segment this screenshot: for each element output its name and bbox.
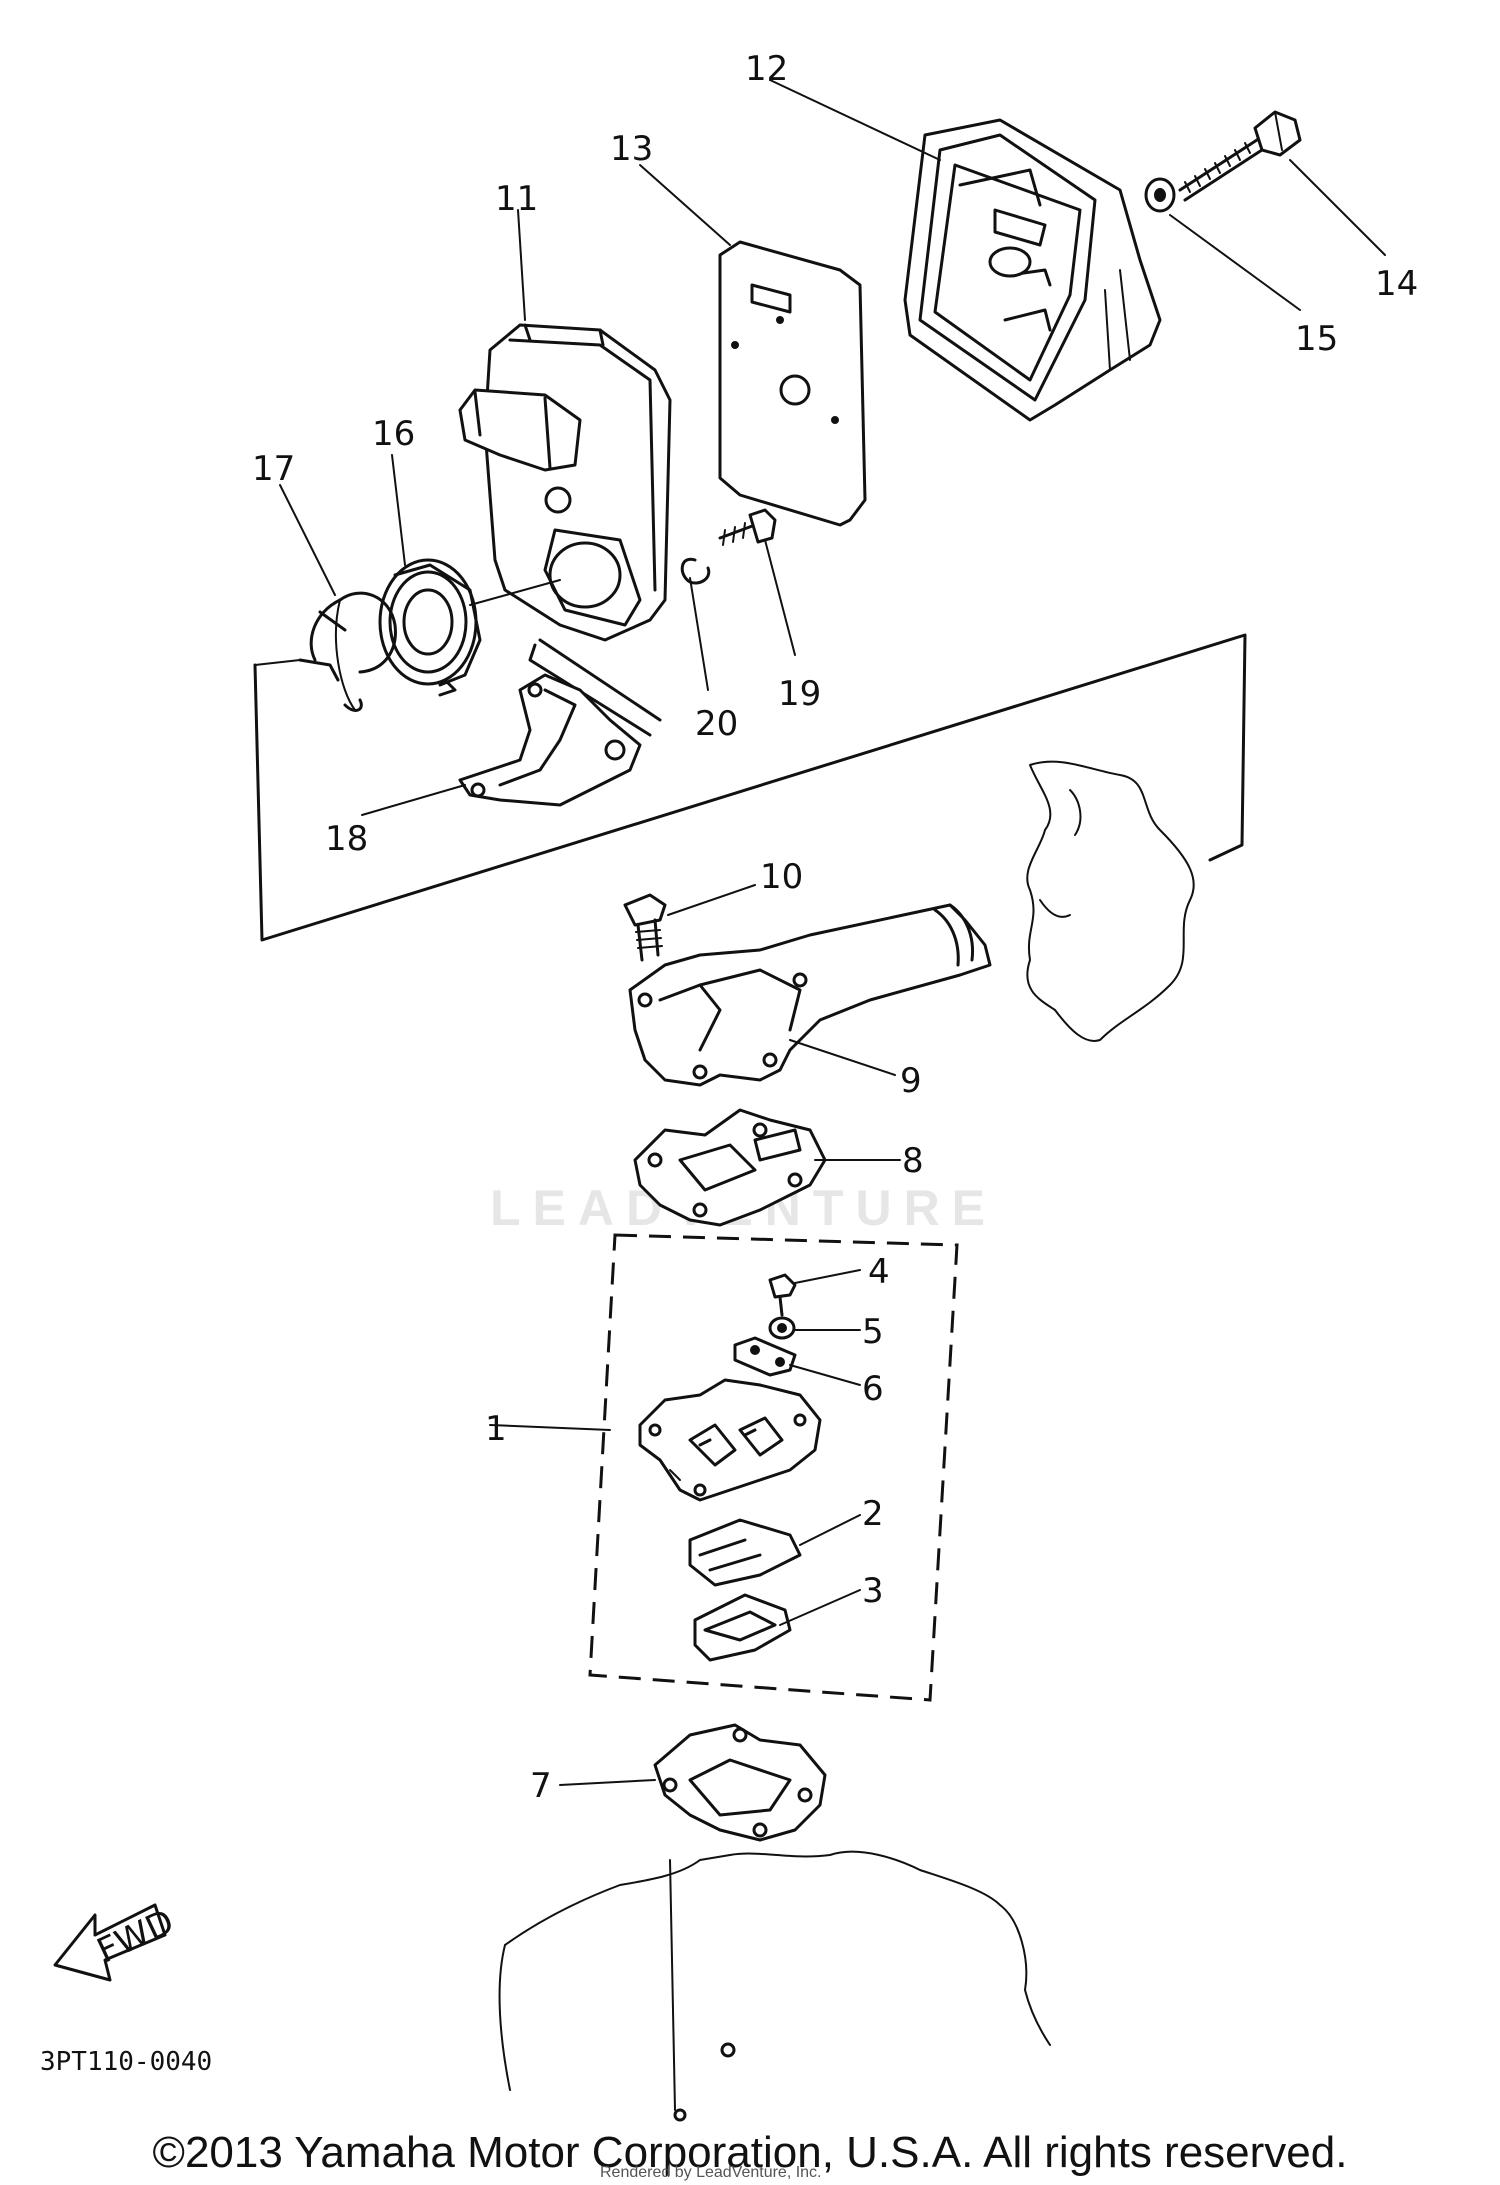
copyright-notice: ©2013 Yamaha Motor Corporation, U.S.A. A… <box>152 2128 1348 2177</box>
callout-11: 11 <box>495 179 538 219</box>
callout-6: 6 <box>862 1369 884 1409</box>
part-20-washer <box>680 557 711 585</box>
callout-12: 12 <box>745 49 788 89</box>
part-16-cap <box>378 558 561 697</box>
callout-4: 4 <box>868 1252 890 1292</box>
part-17-clip-ring <box>298 591 397 712</box>
callout-20: 20 <box>695 704 738 744</box>
part-15-washer <box>1144 177 1176 213</box>
part-18-bracket <box>458 673 642 807</box>
part-1-reed-valve <box>638 1378 822 1502</box>
callout-19: 19 <box>778 674 821 714</box>
part-11-silencer-case <box>458 323 672 737</box>
fwd-arrow-icon: FWD <box>53 1902 180 1982</box>
part-9-intake-manifold <box>628 903 992 1087</box>
callout-5: 5 <box>862 1312 884 1352</box>
part-3-reed-stopper <box>693 1593 792 1662</box>
diagram-code: 3PT110-0040 <box>40 2047 212 2077</box>
part-13-gasket-plate <box>718 240 867 527</box>
part-12-silencer-cover <box>903 118 1162 422</box>
leader-lines <box>279 79 1386 1786</box>
part-5-washer <box>768 1316 796 1340</box>
callout-9: 9 <box>900 1061 922 1101</box>
callout-13: 13 <box>610 129 653 169</box>
reed-valve-assembly-box <box>588 1233 959 1702</box>
callout-2: 2 <box>862 1494 884 1534</box>
fwd-label: FWD <box>91 1902 180 1972</box>
engine-outline-upper <box>1026 760 1195 1042</box>
callout-8: 8 <box>902 1141 924 1181</box>
part-4-screw <box>768 1273 797 1317</box>
rendered-by-notice: Rendered by LeadVenture, Inc. <box>600 2164 822 2181</box>
callout-17: 17 <box>252 449 295 489</box>
callout-3: 3 <box>862 1571 884 1611</box>
part-6-stopper <box>733 1336 797 1377</box>
part-19-screw <box>718 508 777 546</box>
part-8-gasket <box>633 1108 827 1227</box>
callout-18: 18 <box>325 819 368 859</box>
crankcase-outline-lower <box>498 1850 1051 2122</box>
part-10-bolt <box>623 893 667 962</box>
callout-7: 7 <box>530 1766 552 1806</box>
callout-15: 15 <box>1295 319 1338 359</box>
callout-10: 10 <box>760 857 803 897</box>
callout-14: 14 <box>1375 264 1418 304</box>
part-2-reed <box>688 1518 802 1587</box>
part-14-bolt <box>1178 110 1302 202</box>
callout-16: 16 <box>372 414 415 454</box>
callout-1: 1 <box>485 1409 507 1449</box>
part-7-gasket <box>653 1723 827 1842</box>
